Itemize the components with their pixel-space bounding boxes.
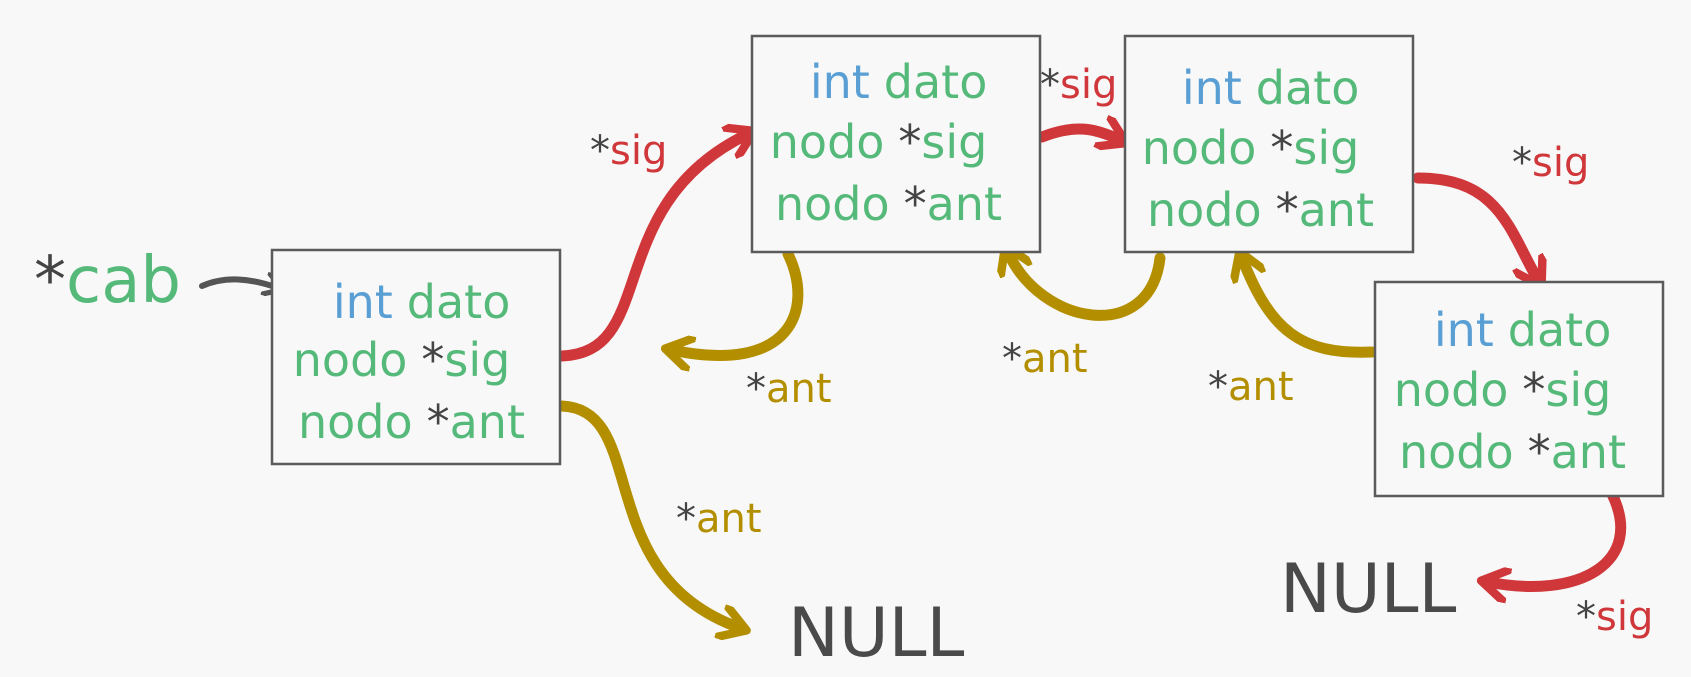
node3-ant-arrow (1008, 252, 1166, 321)
null-end-right: NULL (1280, 550, 1457, 629)
node4-ant-label: *ant (1208, 364, 1294, 410)
node2-ant-label: *ant (746, 366, 832, 412)
node3-sig-arrow (1412, 172, 1538, 280)
node2-ant-arrow (672, 248, 804, 356)
node1-sig-label: *sig (590, 128, 667, 174)
node1-sig-arrow (556, 134, 748, 362)
node1-ant-label: *ant (676, 496, 762, 542)
node2-sig-arrow (1036, 129, 1120, 140)
node4-ant-arrow (1242, 258, 1378, 358)
cab-pointer-arrow (199, 279, 278, 288)
node4-sig-arrow (1488, 488, 1627, 586)
null-end-left: NULL (788, 594, 965, 673)
head-pointer-label: *cab (34, 244, 181, 318)
node3-ant-label: *ant (1002, 336, 1088, 382)
node3-sig-label: *sig (1512, 140, 1589, 186)
node2-sig-label: *sig (1040, 62, 1117, 108)
node1-ant-arrow (556, 400, 740, 628)
node4-sig-label: *sig (1576, 594, 1653, 640)
